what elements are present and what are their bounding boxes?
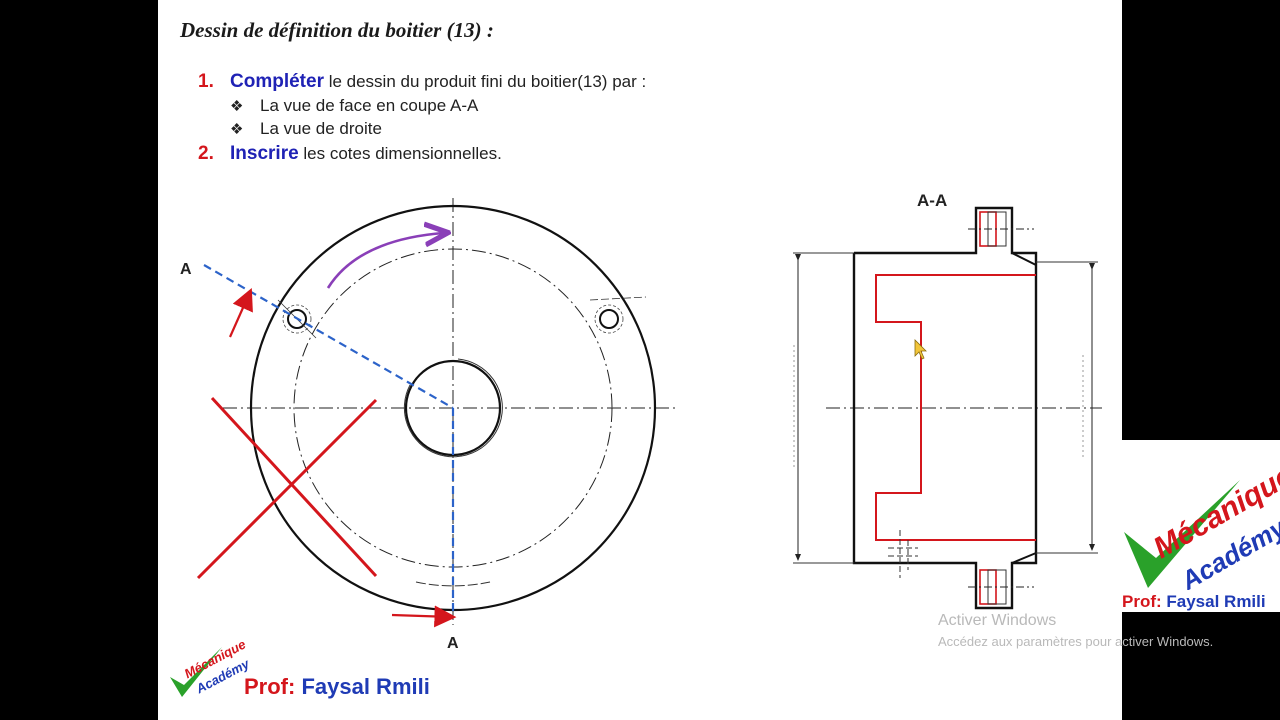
section-label-a: A: [180, 261, 192, 278]
step-2-number: 2.: [198, 143, 214, 164]
chamfer-line: [1011, 552, 1037, 564]
view-arrow-red: [228, 287, 253, 338]
footer-prefix: Prof:: [244, 674, 302, 699]
step-1-text: le dessin du produit fini du boitier(13)…: [323, 72, 647, 91]
rotation-arrow-purple: [326, 233, 443, 289]
hole-right: [589, 296, 647, 334]
right-author-caption: Prof: Faysal Rmili: [1122, 592, 1266, 611]
mouse-cursor-icon: [914, 339, 927, 360]
diamond-bullet-icon: ❖: [230, 121, 244, 138]
footer-author: Prof: Faysal Rmili: [244, 674, 430, 700]
front-view: A A: [180, 198, 678, 652]
section-view: A-A: [793, 191, 1102, 610]
bullet-item: ❖ La vue de face en coupe A-A: [230, 96, 478, 116]
bullet-item: ❖ La vue de droite: [230, 119, 382, 139]
slide-title: Dessin de définition du boitier (13) :: [180, 18, 494, 42]
activation-watermark: Activer Windows Accédez aux paramètres p…: [938, 612, 1213, 649]
cutting-plane-line: [203, 264, 454, 409]
bore-thread-arc: [403, 358, 503, 458]
mecanique-academy-logo-small: Mécanique Académy: [170, 636, 252, 697]
mecanique-academy-logo: Mécanique Académy: [1124, 459, 1280, 590]
watermark-subtitle: Accédez aux paramètres pour activer Wind…: [938, 634, 1214, 649]
bullet-text: La vue de face en coupe A-A: [260, 96, 479, 115]
right-logo-panel: Mécanique Académy Prof: Faysal Rmili: [1122, 440, 1280, 612]
inner-cavity-profile: [875, 274, 1036, 541]
diamond-bullet-icon: ❖: [230, 98, 244, 115]
hidden-arc: [415, 581, 491, 587]
view-arrow-red: [391, 605, 457, 628]
slide: Dessin de définition du boitier (13) : 1…: [158, 0, 1122, 720]
chamfer-line: [1011, 252, 1037, 266]
section-view-title: A-A: [917, 191, 947, 210]
technical-drawing: A A A-A: [180, 191, 1102, 652]
watermark-title: Activer Windows: [938, 612, 1057, 629]
footer-name: Faysal Rmili: [301, 674, 430, 699]
step-2: 2. Inscrire les cotes dimensionnelles.: [198, 143, 502, 165]
cross-mark: [196, 398, 378, 580]
section-label-a: A: [447, 635, 459, 652]
step-1-number: 1.: [198, 71, 214, 92]
step-2-text: les cotes dimensionnelles.: [298, 144, 502, 163]
step-2-verb: Inscrire: [230, 143, 299, 164]
section-outline: [852, 206, 1038, 610]
cross-mark: [210, 396, 378, 578]
step-1: 1. Compléter le dessin du produit fini du…: [198, 71, 646, 93]
bullet-text: La vue de droite: [260, 119, 382, 138]
step-1-verb: Compléter: [230, 71, 324, 92]
